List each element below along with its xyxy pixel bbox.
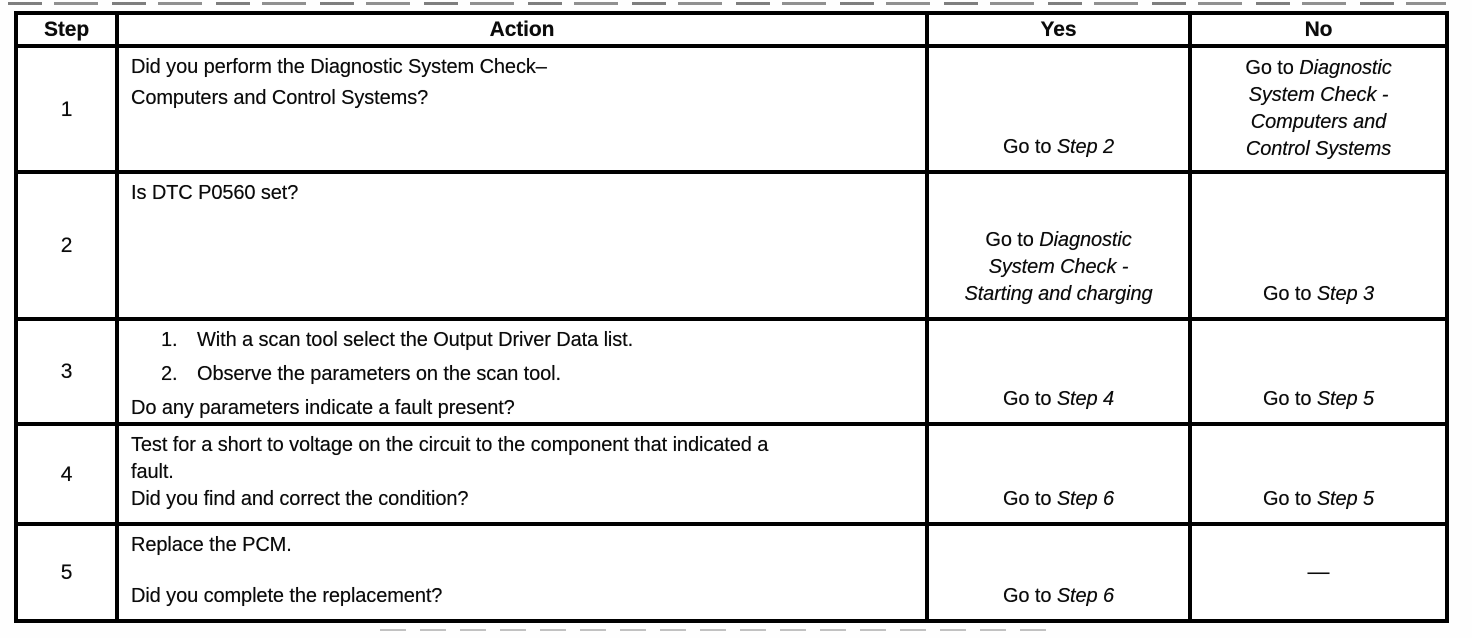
goto-text: Go to Step 2	[1003, 134, 1114, 161]
goto-target: Step 5	[1316, 388, 1375, 410]
no-cell-2: Go to Step 3	[1188, 170, 1445, 317]
step-cell-2: 2	[18, 170, 115, 317]
action-cell-5: Replace the PCM. Did you complete the re…	[115, 522, 925, 619]
yes-cell-4: Go to Step 6	[925, 422, 1188, 522]
goto-prefix: Go to	[1262, 388, 1317, 410]
step-cell-4: 4	[18, 422, 115, 522]
goto-target: Step 6	[1056, 585, 1115, 607]
goto-prefix: Go to	[1262, 488, 1317, 510]
goto-prefix: Go to	[1002, 388, 1057, 410]
goto-target: Step 4	[1056, 388, 1115, 410]
header-no: No	[1188, 15, 1445, 44]
goto-text: Go to Step 6	[1003, 583, 1114, 610]
yes-cell-2: Go to Diagnostic System Check - Starting…	[925, 170, 1188, 317]
scan-artifact-line-bottom	[380, 629, 1060, 631]
action-cell-4: Test for a short to voltage on the circu…	[115, 422, 925, 522]
action-cell-3: 1. With a scan tool select the Output Dr…	[115, 317, 925, 422]
step-cell-3: 3	[18, 317, 115, 422]
scan-artifact-line-top	[8, 2, 1446, 5]
no-cell-1: Go to Diagnostic System Check - Computer…	[1188, 44, 1445, 170]
action-text: Is DTC P0560 set?	[131, 182, 299, 204]
step-number: 2	[60, 234, 73, 257]
goto-prefix: Go to	[985, 229, 1040, 251]
goto-target: Diagnostic System Check - Computers and …	[1245, 57, 1392, 160]
goto-text: Go to Step 3	[1263, 281, 1374, 308]
header-step: Step	[18, 15, 115, 44]
step-number: 1	[60, 97, 73, 121]
no-cell-4: Go to Step 5	[1188, 422, 1445, 522]
goto-prefix: Go to	[1002, 136, 1057, 158]
goto-text: Go to Step 4	[1003, 386, 1114, 413]
list-item-number: 2.	[161, 363, 178, 385]
action-text: Test for a short to voltage on the circu…	[131, 434, 769, 483]
goto-text: Go to Step 6	[1003, 486, 1114, 513]
list-item: 1. With a scan tool select the Output Dr…	[161, 327, 915, 354]
header-action: Action	[115, 15, 925, 44]
action-text: Replace the PCM.	[131, 534, 292, 556]
list-item-text: Observe the parameters on the scan tool.	[197, 363, 561, 385]
action-question: Did you find and correct the condition?	[131, 488, 469, 510]
diagnostic-table: Step Action Yes No 1 Did you perform the…	[14, 11, 1449, 623]
goto-target: Step 3	[1316, 283, 1375, 305]
step-number: 4	[60, 462, 73, 486]
action-text: Computers and Control Systems?	[131, 87, 429, 109]
header-yes-label: Yes	[1040, 18, 1077, 41]
no-cell-5: —	[1188, 522, 1445, 619]
action-text: Did you perform the Diagnostic System Ch…	[131, 56, 547, 78]
goto-target: Diagnostic System Check - Starting and c…	[964, 229, 1153, 305]
goto-prefix: Go to	[1262, 283, 1317, 305]
header-yes: Yes	[925, 15, 1188, 44]
yes-cell-5: Go to Step 6	[925, 522, 1188, 619]
goto-prefix: Go to	[1245, 57, 1300, 79]
yes-cell-3: Go to Step 4	[925, 317, 1188, 422]
list-item-number: 1.	[161, 329, 178, 351]
goto-target: Step 2	[1056, 136, 1115, 158]
step-number: 3	[60, 360, 73, 383]
step-cell-5: 5	[18, 522, 115, 619]
list-item: 2. Observe the parameters on the scan to…	[161, 361, 915, 388]
goto-prefix: Go to	[1002, 585, 1057, 607]
goto-prefix: Go to	[1002, 488, 1057, 510]
no-cell-3: Go to Step 5	[1188, 317, 1445, 422]
action-cell-2: Is DTC P0560 set?	[115, 170, 925, 317]
goto-text: Go to Step 5	[1263, 486, 1374, 513]
action-list: 1. With a scan tool select the Output Dr…	[131, 327, 915, 395]
header-action-label: Action	[489, 18, 555, 41]
header-no-label: No	[1304, 18, 1333, 41]
step-cell-1: 1	[18, 44, 115, 170]
list-item-text: With a scan tool select the Output Drive…	[197, 329, 634, 351]
goto-text: Go to Step 5	[1263, 386, 1374, 413]
goto-target: Step 6	[1056, 488, 1115, 510]
step-number: 5	[60, 561, 73, 584]
no-action-dash: —	[1307, 558, 1330, 584]
goto-text: Go to Diagnostic System Check - Computer…	[1224, 55, 1414, 163]
goto-target: Step 5	[1316, 488, 1375, 510]
action-cell-1: Did you perform the Diagnostic System Ch…	[115, 44, 925, 170]
yes-cell-1: Go to Step 2	[925, 44, 1188, 170]
action-question: Did you complete the replacement?	[131, 585, 443, 607]
header-step-label: Step	[43, 18, 90, 41]
action-question: Do any parameters indicate a fault prese…	[131, 397, 515, 419]
goto-text: Go to Diagnostic System Check - Starting…	[964, 227, 1154, 308]
